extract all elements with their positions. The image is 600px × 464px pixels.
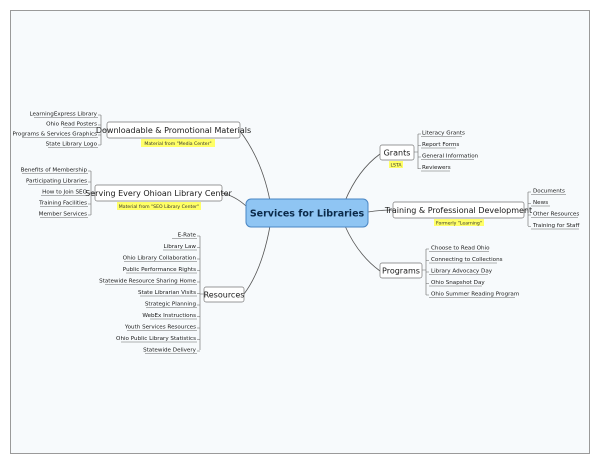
list-item[interactable]: Library Law — [164, 244, 197, 250]
list-item[interactable]: Participating Libraries — [26, 179, 87, 185]
branch-serving[interactable]: Serving Every Ohioan Library Center Mate… — [21, 168, 233, 218]
connector-serving — [221, 192, 247, 207]
branch-resources-box — [203, 286, 245, 303]
list-item[interactable]: Report Forms — [422, 142, 459, 148]
branch-grants[interactable]: Grants LSTA Literacy Grants Report Forms… — [379, 131, 479, 172]
branch-training-note-box — [434, 219, 484, 226]
list-item[interactable]: Ohio Public Library Statistics — [116, 336, 196, 342]
list-item[interactable]: Member Services — [39, 212, 87, 218]
branch-programs[interactable]: Programs Choose to Read Ohio Connecting … — [379, 246, 519, 298]
branch-grants-label: Grants — [384, 149, 411, 158]
list-item[interactable]: Other Resources — [533, 212, 579, 218]
branch-downloadable-note-box — [141, 139, 215, 147]
list-item[interactable]: Literacy Grants — [422, 131, 465, 137]
list-item[interactable]: Benefits of Membership — [21, 168, 88, 174]
list-item[interactable]: Documents — [533, 189, 565, 195]
branch-serving-note: Material from "SEO Library Center" — [119, 204, 199, 210]
connector-training — [367, 209, 394, 213]
branch-downloadable-note: Material from "Media Center" — [144, 141, 211, 147]
branch-programs-items — [422, 248, 515, 298]
connector-grants — [344, 153, 381, 202]
branch-grants-box — [379, 144, 415, 161]
branch-downloadable-label: Downloadable & Promotional Materials — [96, 126, 251, 135]
list-item[interactable]: Youth Services Resources — [124, 325, 196, 331]
branch-training-label: Training & Professional Development — [384, 206, 532, 215]
branch-serving-note-box — [117, 202, 201, 210]
list-item[interactable]: WebEx Instructions — [142, 313, 196, 319]
branch-grants-note-box — [389, 161, 403, 168]
list-item[interactable]: Choose to Read Ohio — [431, 246, 490, 252]
branch-programs-box — [379, 262, 423, 279]
branch-training-note: Formerly "Learning" — [436, 220, 482, 226]
connector-programs — [344, 225, 381, 272]
central-topic-label: Services for Libraries — [250, 209, 365, 220]
list-item[interactable]: Training for Staff — [532, 223, 579, 229]
list-item[interactable]: Ohio Library Collaboration — [123, 256, 197, 262]
list-item[interactable]: State Librarian Visits — [138, 290, 196, 296]
list-item[interactable]: Ohio Snapshot Day — [431, 280, 485, 286]
branch-resources[interactable]: Resources E-Rate Library Law Ohio Librar… — [99, 233, 244, 354]
list-item[interactable]: Training Facilities — [38, 201, 87, 207]
list-item[interactable]: Strategic Planning — [145, 302, 197, 308]
list-item[interactable]: LearningExpress Library — [30, 112, 98, 118]
list-item[interactable]: Statewide Resource Sharing Home — [99, 279, 196, 285]
branch-downloadable[interactable]: Downloadable & Promotional Materials Mat… — [12, 112, 251, 148]
list-item[interactable]: State Library Logo — [46, 142, 98, 148]
list-item[interactable]: How to Join SEO — [42, 190, 87, 196]
branch-serving-label: Serving Every Ohioan Library Center — [85, 189, 232, 198]
branch-resources-label: Resources — [204, 291, 245, 300]
list-item[interactable]: Programs & Services Graphics — [12, 132, 97, 138]
connector-downloadable — [239, 130, 271, 202]
list-item[interactable]: E-Rate — [178, 233, 197, 239]
connectors — [221, 130, 394, 295]
list-item[interactable]: News — [533, 200, 548, 206]
list-item[interactable]: Ohio Read Posters — [46, 122, 97, 128]
branch-training[interactable]: Training & Professional Development Form… — [384, 189, 580, 230]
list-item[interactable]: Statewide Delivery — [143, 348, 197, 354]
branch-grants-items — [414, 133, 474, 172]
branch-resources-items — [105, 235, 204, 354]
branch-training-items — [524, 191, 579, 230]
branch-downloadable-items — [22, 114, 107, 148]
mind-map-canvas — [10, 10, 590, 454]
connector-resources — [243, 225, 271, 295]
list-item[interactable]: Ohio Summer Reading Program — [431, 292, 519, 298]
central-topic[interactable]: Services for Libraries — [245, 198, 369, 228]
central-topic-box — [245, 198, 369, 228]
list-item[interactable]: Public Performance Rights — [123, 267, 196, 273]
branch-grants-note: LSTA — [390, 162, 402, 168]
list-item[interactable]: General Information — [422, 154, 479, 160]
list-item[interactable]: Connecting to Collections — [431, 257, 503, 263]
branch-programs-label: Programs — [382, 267, 420, 276]
list-item[interactable]: Reviewers — [422, 165, 451, 171]
branch-serving-items — [22, 170, 95, 218]
list-item[interactable]: Library Advocacy Day — [431, 269, 493, 275]
